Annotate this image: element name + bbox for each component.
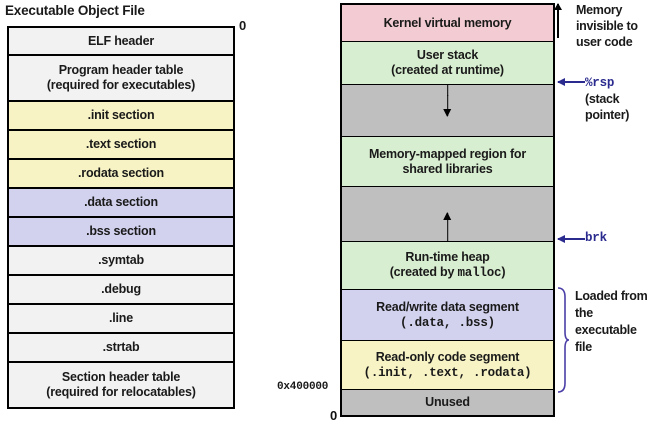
object-file-section-row: Program header table(required for execut… <box>9 56 233 102</box>
memory-region-sublabel: (.data, .bss) <box>400 315 495 330</box>
executable-object-file-title: Executable Object File <box>5 3 145 18</box>
rsp-annotation: %rsp (stack pointer) <box>585 74 648 123</box>
kernel-region-arrow-icon <box>557 4 559 38</box>
object-file-section-row: .line <box>9 305 233 334</box>
memory-region-read-only-code-segment: Read-only code segment(.init, .text, .ro… <box>342 341 553 390</box>
bottom-address-label: 0 <box>330 408 338 423</box>
section-sublabel: (required for relocatables) <box>46 385 196 399</box>
memory-region-unused: Unused <box>342 390 553 415</box>
memory-region-heap-growth-gap <box>342 187 553 242</box>
memory-region-label: User stack <box>416 48 479 62</box>
memory-region-sublabel: (created at runtime) <box>391 63 504 77</box>
loaded-from-executable-brace-icon <box>557 287 570 393</box>
section-label: .debug <box>101 282 141 296</box>
memory-region-label: Read/write data segment <box>376 299 519 314</box>
rsp-register-label: %rsp <box>585 76 615 90</box>
memory-region-label: Run-time heap <box>405 250 490 264</box>
top-address-label: 0 <box>239 18 247 33</box>
section-label: .symtab <box>98 253 144 267</box>
memory-region-label: Kernel virtual memory <box>383 15 512 30</box>
section-label: .line <box>108 311 133 325</box>
object-file-section-row: .init section <box>9 102 233 131</box>
memory-region-label: Unused <box>425 395 470 409</box>
section-label: ELF header <box>87 33 155 48</box>
object-file-section-row: .symtab <box>9 247 233 276</box>
rsp-sub-label-2: pointer) <box>585 108 630 122</box>
section-label: .strtab <box>102 340 140 354</box>
object-file-section-row: ELF header <box>9 28 233 56</box>
section-label: .rodata section <box>78 166 164 180</box>
section-label: .bss section <box>86 224 156 238</box>
brk-pointer-arrow-icon <box>558 238 585 240</box>
stack-gap-divider <box>446 85 449 96</box>
memory-region-sublabel: (created by malloc) <box>389 265 506 280</box>
kernel-invisible-note: Memory invisible to user code <box>576 3 638 49</box>
loaded-from-executable-note: Loaded from the executable file <box>575 289 648 354</box>
memory-region-stack-growth-gap <box>342 85 553 137</box>
memory-region-kernel-virtual-memory: Kernel virtual memory <box>342 5 553 42</box>
heap-growth-up-arrow-icon <box>446 213 449 241</box>
object-file-section-row: .data section <box>9 189 233 218</box>
memory-region-label: Read-only code segment <box>375 349 520 364</box>
section-label: Section header table <box>61 370 181 384</box>
stack-growth-down-arrow-icon <box>446 95 449 116</box>
object-file-section-row: .rodata section <box>9 160 233 189</box>
rsp-pointer-arrow-icon <box>558 81 585 83</box>
object-file-section-row: .debug <box>9 276 233 305</box>
section-sublabel: (required for executables) <box>46 78 196 92</box>
section-label: .data section <box>84 195 158 209</box>
section-label: Program header table <box>58 63 184 77</box>
object-file-section-row: .text section <box>9 131 233 160</box>
section-label: .init section <box>87 108 155 122</box>
memory-region-user-stack: User stack(created at runtime) <box>342 42 553 85</box>
memory-region-read-write-data-segment: Read/write data segment(.data, .bss) <box>342 290 553 341</box>
memory-region-label: Memory-mapped region for <box>368 146 527 161</box>
object-file-section-row: .bss section <box>9 218 233 247</box>
base-address-label: 0x400000 <box>277 381 329 393</box>
section-label: .text section <box>85 137 157 151</box>
memory-region-run-time-heap: Run-time heap(created by malloc) <box>342 242 553 290</box>
rsp-sub-label-1: (stack <box>585 92 620 106</box>
memory-region-sublabel: shared libraries <box>402 161 493 176</box>
memory-region-sublabel: (.init, .text, .rodata) <box>363 365 532 380</box>
brk-register-label: brk <box>585 231 607 245</box>
object-file-section-row: Section header table(required for reloca… <box>9 363 233 407</box>
object-file-section-row: .strtab <box>9 334 233 363</box>
